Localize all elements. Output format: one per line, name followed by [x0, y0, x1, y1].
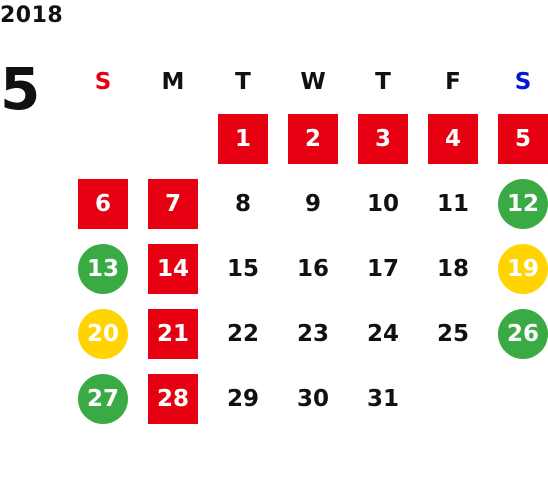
day-cell[interactable]: 24: [348, 301, 418, 366]
day-number: 13: [78, 243, 128, 294]
day-cell[interactable]: 14: [138, 236, 208, 301]
weekday-header-wednesday: W: [300, 69, 326, 95]
day-number: 1: [218, 113, 268, 164]
day-number: 17: [366, 255, 399, 282]
day-cell[interactable]: 30: [278, 366, 348, 431]
day-cell[interactable]: 7: [138, 171, 208, 236]
day-cell[interactable]: 3: [348, 106, 418, 171]
day-cell[interactable]: 5: [488, 106, 548, 171]
day-cell[interactable]: 12: [488, 171, 548, 236]
day-number: 30: [296, 385, 329, 412]
empty-cell: [138, 106, 208, 171]
weekday-header-saturday: S: [514, 69, 532, 95]
day-cell[interactable]: 20: [68, 301, 138, 366]
day-number: 2: [288, 113, 338, 164]
day-number: 12: [498, 178, 548, 229]
day-number: 10: [366, 190, 399, 217]
day-number: 11: [436, 190, 469, 217]
day-number: 8: [234, 190, 251, 217]
day-cell[interactable]: 16: [278, 236, 348, 301]
day-cell[interactable]: 18: [418, 236, 488, 301]
day-number: 3: [358, 113, 408, 164]
day-cell[interactable]: 8: [208, 171, 278, 236]
day-cell[interactable]: 28: [138, 366, 208, 431]
day-number: 28: [148, 373, 198, 424]
day-number: 21: [148, 308, 198, 359]
day-cell[interactable]: 19: [488, 236, 548, 301]
day-cell[interactable]: 15: [208, 236, 278, 301]
calendar-year: 2018: [0, 3, 64, 28]
day-number: 15: [226, 255, 259, 282]
day-cell[interactable]: 21: [138, 301, 208, 366]
day-cell[interactable]: 11: [418, 171, 488, 236]
weekday-header-monday: M: [161, 69, 185, 95]
empty-cell: [68, 106, 138, 171]
calendar-month: 5: [0, 55, 41, 123]
day-number: 26: [498, 308, 548, 359]
day-cell[interactable]: 17: [348, 236, 418, 301]
day-number: 18: [436, 255, 469, 282]
day-number: 20: [78, 308, 128, 359]
day-number: 16: [296, 255, 329, 282]
weekday-header-thursday: T: [375, 69, 391, 95]
day-cell[interactable]: 6: [68, 171, 138, 236]
day-cell[interactable]: 31: [348, 366, 418, 431]
day-number: 23: [296, 320, 329, 347]
day-number: 5: [498, 113, 548, 164]
day-number: 14: [148, 243, 198, 294]
day-cell[interactable]: 13: [68, 236, 138, 301]
weekday-header-friday: F: [445, 69, 461, 95]
day-cell[interactable]: 4: [418, 106, 488, 171]
day-number: 7: [148, 178, 198, 229]
day-number: 19: [498, 243, 548, 294]
day-cell[interactable]: 27: [68, 366, 138, 431]
day-cell[interactable]: 29: [208, 366, 278, 431]
day-cell[interactable]: 23: [278, 301, 348, 366]
day-number: 9: [304, 190, 321, 217]
day-number: 31: [366, 385, 399, 412]
day-cell[interactable]: 1: [208, 106, 278, 171]
day-number: 29: [226, 385, 259, 412]
day-cell[interactable]: 10: [348, 171, 418, 236]
day-cell[interactable]: 2: [278, 106, 348, 171]
day-number: 22: [226, 320, 259, 347]
day-cell[interactable]: 22: [208, 301, 278, 366]
day-cell[interactable]: 26: [488, 301, 548, 366]
weekday-header-sunday: S: [94, 69, 112, 95]
day-cell[interactable]: 25: [418, 301, 488, 366]
day-number: 27: [78, 373, 128, 424]
day-number: 6: [78, 178, 128, 229]
day-cell[interactable]: 9: [278, 171, 348, 236]
day-number: 24: [366, 320, 399, 347]
weekday-header-tuesday: T: [235, 69, 251, 95]
day-number: 4: [428, 113, 478, 164]
day-number: 25: [436, 320, 469, 347]
